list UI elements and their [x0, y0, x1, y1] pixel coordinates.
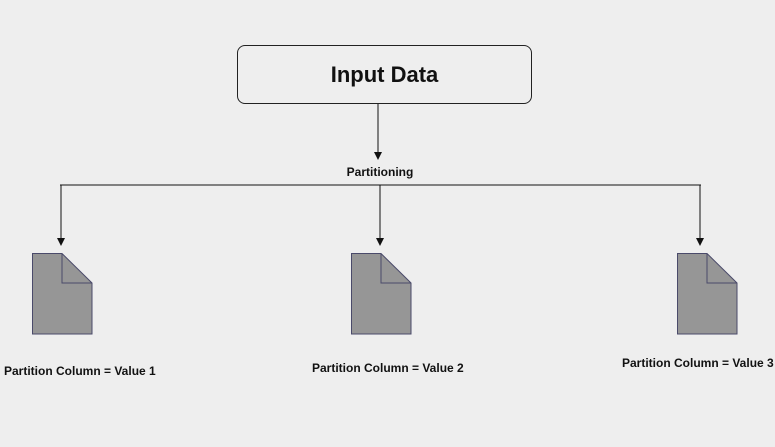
input-data-node: Input Data — [237, 45, 532, 104]
partition-3-caption: Partition Column = Value 3 — [622, 356, 774, 370]
partition-3-file-icon — [677, 253, 738, 335]
partitioning-step-label: Partitioning — [346, 165, 414, 179]
input-data-label: Input Data — [330, 61, 439, 87]
partition-2-file-icon — [351, 253, 412, 335]
partition-1-caption: Partition Column = Value 1 — [4, 364, 156, 378]
partition-2-caption: Partition Column = Value 2 — [312, 361, 464, 375]
partition-1-file-icon — [32, 253, 93, 335]
